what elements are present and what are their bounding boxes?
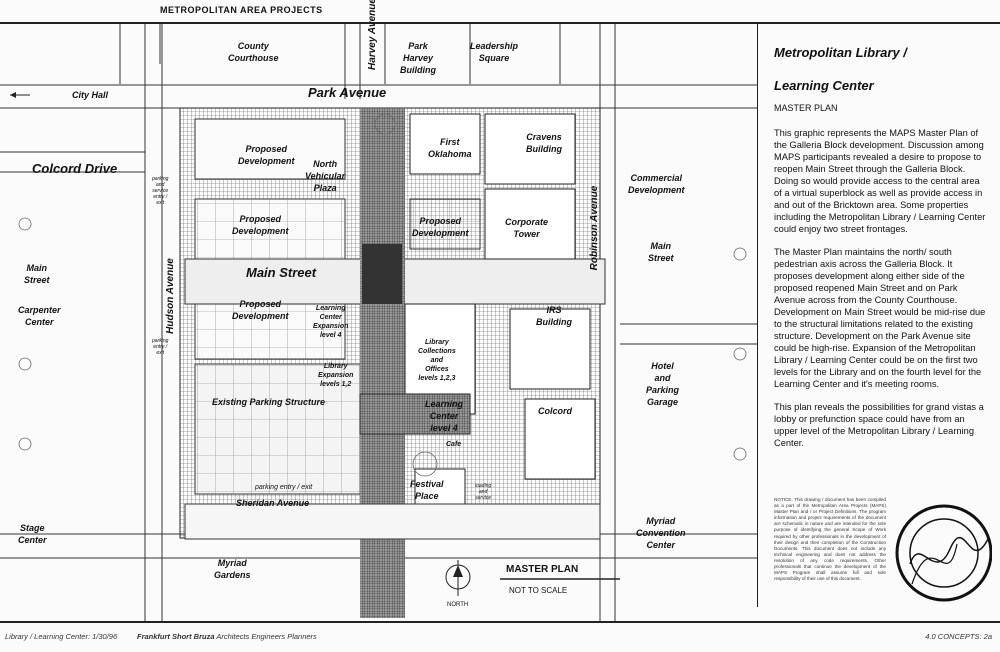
label-colcord-drive: Colcord Drive	[32, 161, 118, 176]
footer-page-number: 4.0 CONCEPTS: 2a	[925, 632, 992, 641]
label-parking-entry-exit: parking entry / exit	[255, 484, 313, 491]
sidebar-subtitle: MASTER PLAN	[774, 103, 838, 113]
label-city-hall: City Hall	[72, 90, 109, 100]
label-hudson-avenue: Hudson Avenue	[165, 258, 176, 334]
firm-name: Frankfurt Short Bruza	[137, 632, 215, 641]
plan-title: MASTER PLAN	[506, 564, 579, 575]
paragraph: The Master Plan maintains the north/ sou…	[774, 247, 986, 389]
sidebar-title-line1: Metropolitan Library /	[774, 45, 907, 60]
label-sheridan-avenue: Sheridan Avenue	[236, 498, 310, 508]
sidebar-title-line2: Learning Center	[774, 78, 874, 93]
column-divider	[757, 22, 758, 607]
series-header: METROPOLITAN AREA PROJECTS	[160, 5, 323, 15]
footer-project-date: Library / Learning Center: 1/30/96	[5, 632, 118, 641]
bottom-rule	[0, 621, 1000, 623]
notice-text: NOTICE: This drawing / document has been…	[774, 497, 886, 582]
label-harvey-avenue: Harvey Avenue	[367, 0, 378, 70]
label-park-avenue: Park Avenue	[308, 85, 387, 100]
north-arrow-icon	[445, 560, 471, 596]
plan-scale: NOT TO SCALE	[509, 586, 568, 595]
label-main-street: Main Street	[246, 265, 317, 280]
footer-firm: Frankfurt Short Bruza Architects Enginee…	[137, 632, 317, 641]
firm-disciplines: Architects Engineers Planners	[216, 632, 317, 641]
architect-seal-icon	[895, 504, 992, 602]
paragraph: This graphic represents the MAPS Master …	[774, 128, 986, 234]
label-cafe: Cafe	[446, 441, 462, 448]
sidebar-body: This graphic represents the MAPS Master …	[774, 127, 986, 449]
site-plan-drawing	[0, 24, 757, 621]
paragraph: This plan reveals the possibilities for …	[774, 402, 984, 448]
label-existing-parking-structure: Existing Parking Structure	[212, 397, 326, 407]
top-rule	[0, 22, 1000, 24]
label-robinson-avenue: Robinson Avenue	[589, 185, 600, 271]
label-colcord: Colcord	[538, 406, 573, 416]
north-label: NORTH	[447, 602, 469, 608]
